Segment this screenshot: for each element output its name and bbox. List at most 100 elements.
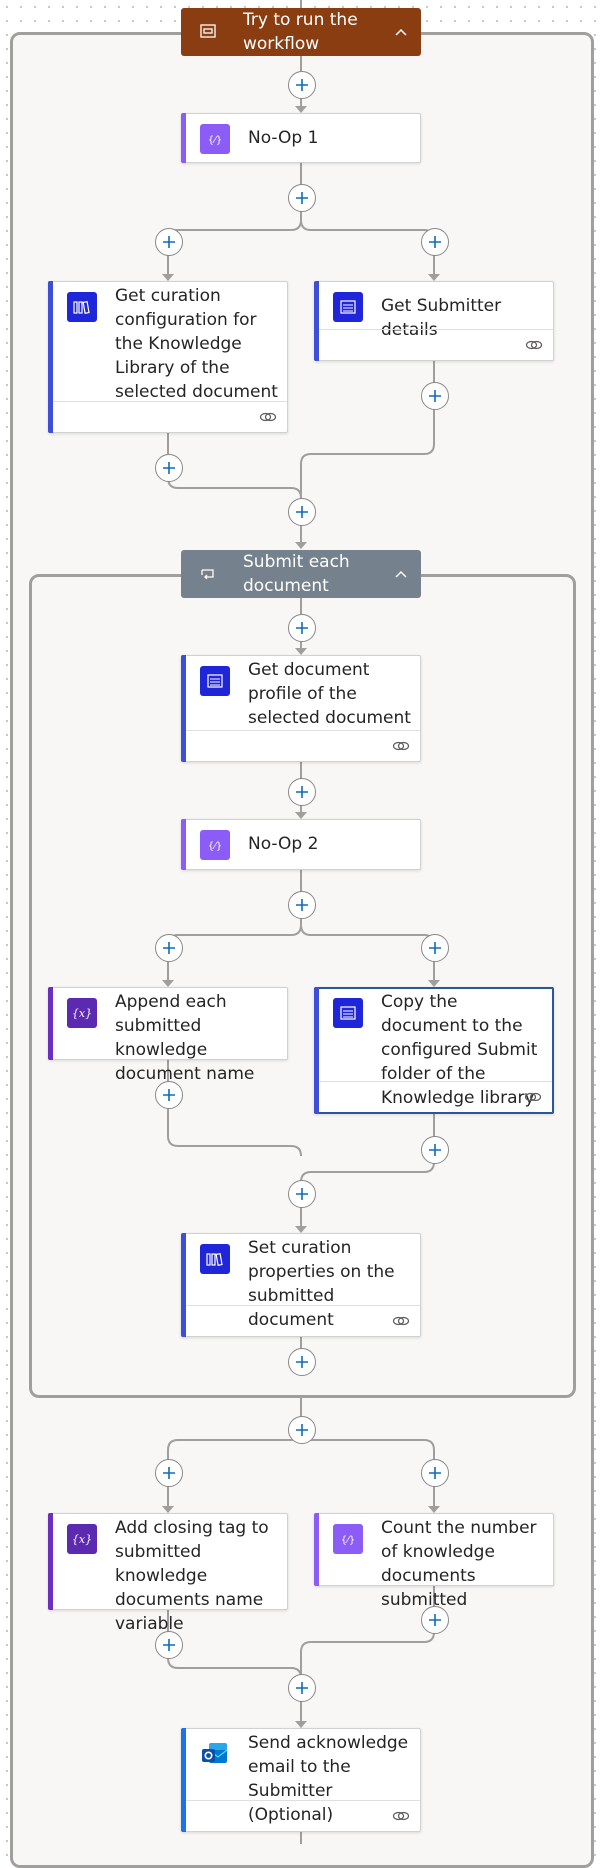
action-title: Get Submitter details xyxy=(381,296,502,340)
plus-icon xyxy=(296,1188,308,1200)
compose-icon: {⁄} xyxy=(200,124,230,154)
plus-icon xyxy=(296,899,308,911)
action-title: Send acknowledge email to the Submitter … xyxy=(248,1733,409,1825)
plus-icon xyxy=(163,942,175,954)
action-title: No-Op 2 xyxy=(248,834,319,854)
insert-step-button[interactable] xyxy=(288,1348,316,1376)
plus-icon xyxy=(296,79,308,91)
plus-icon xyxy=(296,622,308,634)
insert-step-button[interactable] xyxy=(155,228,183,256)
plus-icon xyxy=(429,236,441,248)
plus-icon xyxy=(163,1089,175,1101)
insert-step-button[interactable] xyxy=(155,1631,183,1659)
plus-icon xyxy=(296,1424,308,1436)
svg-text:{x}: {x} xyxy=(72,1533,92,1546)
card-footer xyxy=(320,1081,552,1112)
action-card-count-documents[interactable]: {⁄} Count the number of knowledge docume… xyxy=(314,1513,554,1610)
link-icon[interactable] xyxy=(392,739,410,753)
library-icon xyxy=(200,1244,230,1274)
compose-icon: {⁄} xyxy=(200,830,230,860)
plus-icon xyxy=(429,390,441,402)
compose-icon: {⁄} xyxy=(333,1524,363,1554)
action-title: Set curation properties on the submitted… xyxy=(248,1238,395,1330)
plus-icon xyxy=(163,1639,175,1651)
insert-step-button[interactable] xyxy=(155,1459,183,1487)
card-footer xyxy=(186,1800,420,1831)
action-card-copy-document[interactable]: Copy the document to the configured Subm… xyxy=(314,987,554,1114)
action-title: Append each submitted knowledge document… xyxy=(115,992,255,1084)
card-footer xyxy=(319,329,553,360)
variable-icon: {x} xyxy=(67,998,97,1028)
action-card-get-profile[interactable]: Get document profile of the selected doc… xyxy=(181,655,421,762)
insert-step-button[interactable] xyxy=(288,891,316,919)
svg-text:{⁄}: {⁄} xyxy=(208,841,222,852)
link-icon[interactable] xyxy=(392,1314,410,1328)
action-card-get-curation[interactable]: Get curation configuration for the Knowl… xyxy=(48,281,288,433)
plus-icon xyxy=(296,1356,308,1368)
scope-each-label: Submit each document xyxy=(243,552,350,596)
insert-step-button[interactable] xyxy=(288,614,316,642)
insert-step-button[interactable] xyxy=(421,382,449,410)
chevron-up-icon[interactable] xyxy=(389,562,413,586)
scope-icon xyxy=(200,24,216,38)
action-card-append-name[interactable]: {x} Append each submitted knowledge docu… xyxy=(48,987,288,1084)
insert-step-button[interactable] xyxy=(288,184,316,212)
insert-step-button[interactable] xyxy=(421,934,449,962)
action-title: Get curation configuration for the Knowl… xyxy=(115,286,278,402)
action-title: No-Op 1 xyxy=(248,128,319,148)
insert-step-button[interactable] xyxy=(155,934,183,962)
loop-icon xyxy=(201,569,214,580)
card-footer xyxy=(186,730,420,761)
link-icon[interactable] xyxy=(524,1090,542,1104)
plus-icon xyxy=(429,1614,441,1626)
scope-try-header[interactable]: Try to run the workflow xyxy=(181,8,421,56)
insert-step-button[interactable] xyxy=(288,1674,316,1702)
action-card-send-email[interactable]: Send acknowledge email to the Submitter … xyxy=(181,1728,421,1832)
list-icon xyxy=(333,292,363,322)
scope-try-label: Try to run the workflow xyxy=(243,10,358,54)
card-footer xyxy=(53,401,287,432)
outlook-icon xyxy=(200,1739,230,1769)
chevron-up-icon[interactable] xyxy=(389,20,413,44)
action-card-noop2[interactable]: {⁄} No-Op 2 xyxy=(181,819,421,870)
card-footer xyxy=(186,1305,420,1336)
insert-step-button[interactable] xyxy=(288,1416,316,1444)
insert-step-button[interactable] xyxy=(288,498,316,526)
insert-step-button[interactable] xyxy=(421,1136,449,1164)
svg-text:{⁄}: {⁄} xyxy=(208,135,222,146)
plus-icon xyxy=(296,192,308,204)
action-title: Copy the document to the configured Subm… xyxy=(381,992,538,1108)
svg-text:{x}: {x} xyxy=(72,1007,92,1020)
link-icon[interactable] xyxy=(259,410,277,424)
variable-icon: {x} xyxy=(67,1524,97,1554)
action-title: Add closing tag to submitted knowledge d… xyxy=(115,1518,269,1634)
plus-icon xyxy=(429,1144,441,1156)
action-card-add-closing-tag[interactable]: {x} Add closing tag to submitted knowled… xyxy=(48,1513,288,1634)
insert-step-button[interactable] xyxy=(155,454,183,482)
action-card-get-submitter[interactable]: Get Submitter details xyxy=(314,281,554,361)
plus-icon xyxy=(296,506,308,518)
insert-step-button[interactable] xyxy=(155,1081,183,1109)
insert-step-button[interactable] xyxy=(421,228,449,256)
svg-text:{⁄}: {⁄} xyxy=(341,1535,355,1546)
scope-each-header[interactable]: Submit each document xyxy=(181,550,421,598)
link-icon[interactable] xyxy=(392,1809,410,1823)
plus-icon xyxy=(296,1682,308,1694)
plus-icon xyxy=(429,942,441,954)
list-icon xyxy=(200,666,230,696)
list-icon xyxy=(333,998,363,1028)
plus-icon xyxy=(429,1467,441,1479)
action-card-set-properties[interactable]: Set curation properties on the submitted… xyxy=(181,1233,421,1337)
plus-icon xyxy=(296,786,308,798)
insert-step-button[interactable] xyxy=(288,1180,316,1208)
insert-step-button[interactable] xyxy=(421,1459,449,1487)
link-icon[interactable] xyxy=(525,338,543,352)
insert-step-button[interactable] xyxy=(421,1606,449,1634)
plus-icon xyxy=(163,462,175,474)
plus-icon xyxy=(163,1467,175,1479)
plus-icon xyxy=(163,236,175,248)
action-card-noop1[interactable]: {⁄} No-Op 1 xyxy=(181,113,421,163)
insert-step-button[interactable] xyxy=(288,778,316,806)
action-title: Get document profile of the selected doc… xyxy=(248,660,411,728)
insert-step-button[interactable] xyxy=(288,71,316,99)
